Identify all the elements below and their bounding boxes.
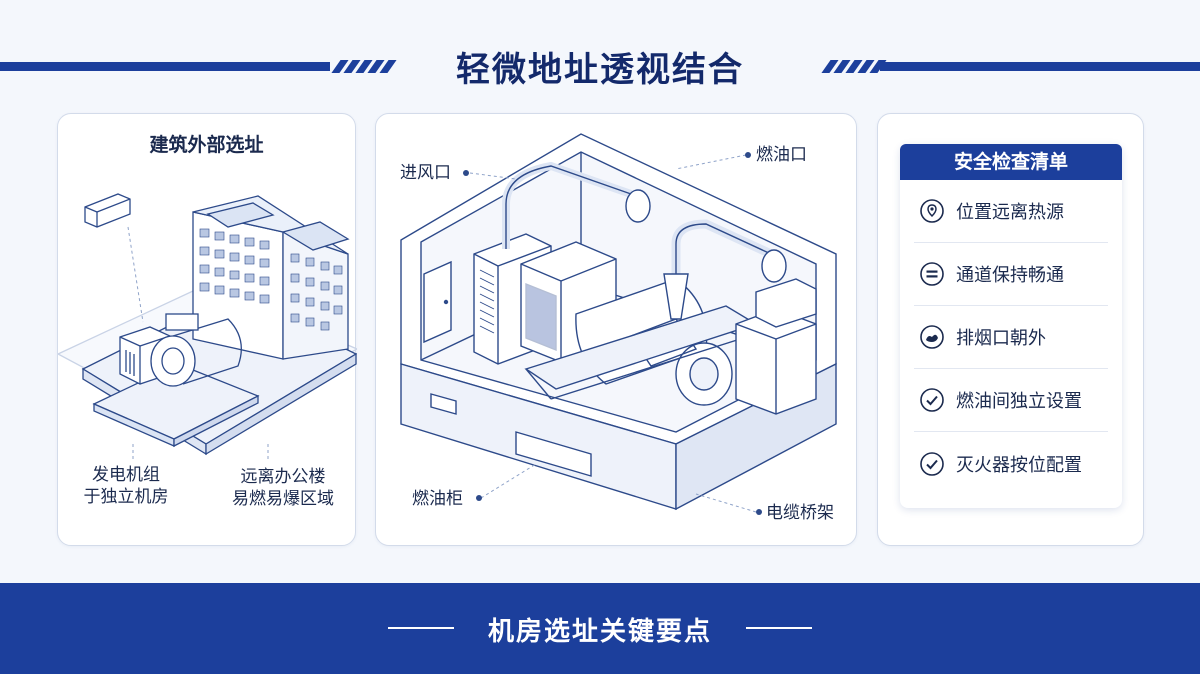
smoke-circle-icon [920, 325, 944, 349]
equals-circle-icon [920, 262, 944, 286]
label-fuel-cabinet: 燃油柜 [412, 489, 463, 509]
panel-building-exterior: 建筑外部选址 [57, 113, 357, 546]
checklist-item: 排烟口朝外 [914, 306, 1108, 369]
footer-rule-right [746, 627, 812, 629]
footer-rule-left [388, 627, 454, 629]
panel-title-exterior: 建筑外部选址 [149, 134, 264, 156]
checklist-item-label: 通道保持畅通 [956, 265, 1064, 286]
panel-generator-room-cutaway: 进风口 燃油口 燃油柜 电缆桥架 [375, 113, 857, 546]
header-bar-right [880, 62, 1200, 71]
label-away-from-office: 远离办公楼 易燃易爆区域 [232, 467, 334, 509]
checklist-title: 安全检查清单 [900, 144, 1122, 180]
footer-banner: 机房选址关键要点 [0, 583, 1200, 674]
panel-safety-checklist: 安全检查清单 位置远离热源 通道保持畅通 排烟口朝外 燃油间独立设置 灭火器按位… [877, 113, 1144, 546]
generator-room-illustration [400, 133, 837, 515]
footer-text: 机房选址关键要点 [487, 617, 712, 647]
label-generator-room: 发电机组 于独立机房 [83, 465, 169, 507]
checklist-item: 位置远离热源 [914, 180, 1108, 243]
checklist-item: 燃油间独立设置 [914, 369, 1108, 432]
checklist-item-label: 排烟口朝外 [956, 328, 1046, 349]
checklist-item: 通道保持畅通 [914, 243, 1108, 306]
label-air-inlet: 进风口 [400, 163, 451, 183]
label-fuel-inlet: 燃油口 [756, 145, 807, 165]
checklist-item-label: 燃油间独立设置 [956, 391, 1082, 412]
checklist-card: 安全检查清单 位置远离热源 通道保持畅通 排烟口朝外 燃油间独立设置 灭火器按位… [900, 144, 1122, 508]
check-circle-icon [920, 388, 944, 412]
label-cable-tray: 电缆桥架 [766, 503, 834, 523]
page-title: 轻微地址透视结合 [456, 50, 744, 90]
checklist-item-label: 位置远离热源 [956, 202, 1064, 223]
check-circle-icon [920, 451, 944, 476]
building-exterior-illustration [58, 193, 357, 459]
checklist-item-label: 灭火器按位配置 [956, 454, 1082, 476]
location-pin-icon [920, 199, 944, 223]
header-bar-left [0, 62, 330, 71]
checklist-item: 灭火器按位配置 [914, 432, 1108, 495]
